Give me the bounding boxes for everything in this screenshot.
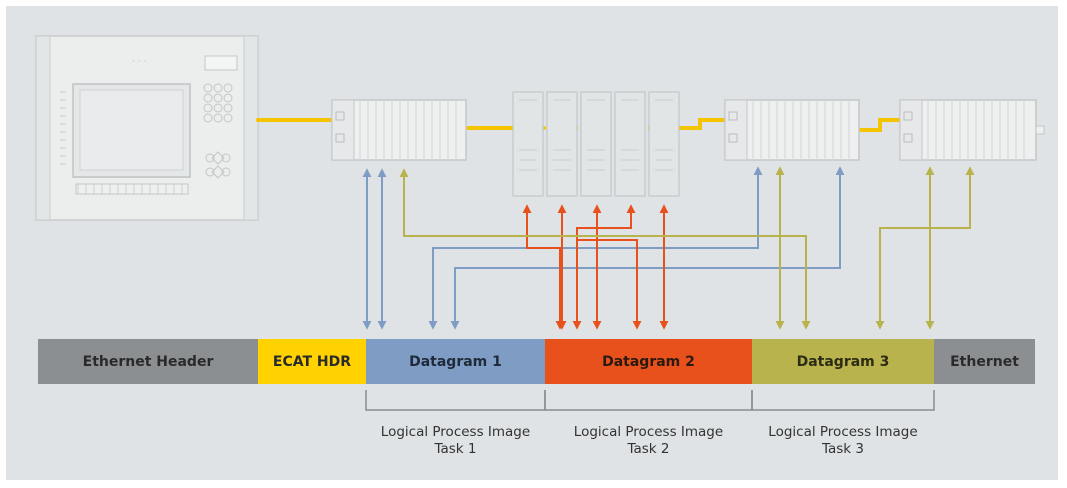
io-terminal-slave-4 — [899, 99, 1045, 161]
svg-text:· · ·: · · · — [132, 57, 146, 67]
io-terminal-slave-1 — [331, 99, 467, 161]
frame-ecat-header: ECAT HDR — [258, 339, 366, 384]
task-3-number: Task 3 — [821, 441, 865, 457]
ethercat-bus-cable — [256, 118, 907, 132]
frame-ethernet-trailer: Ethernet — [934, 339, 1035, 384]
task-3-title: Logical Process Image — [768, 424, 918, 440]
servo-drive-slaves — [512, 91, 680, 197]
frame-datagram-2: Datagram 2 — [545, 339, 752, 384]
industrial-pc-master: · · · — [35, 35, 259, 221]
task-1-number: Task 1 — [434, 441, 477, 457]
task-2-number: Task 2 — [627, 441, 670, 457]
task-2-title: Logical Process Image — [573, 424, 724, 440]
frame-datagram-3: Datagram 3 — [752, 339, 934, 384]
task3-data-paths — [399, 166, 975, 330]
io-terminal-slave-3 — [724, 99, 860, 161]
task-2-label: Logical Process Image Task 2 — [545, 424, 752, 458]
frame-datagram-1: Datagram 1 — [366, 339, 545, 384]
task-1-label: Logical Process Image Task 1 — [366, 424, 545, 458]
frame-ethernet-header: Ethernet Header — [38, 339, 258, 384]
process-image-brackets — [365, 390, 935, 411]
task-1-title: Logical Process Image — [380, 424, 531, 440]
task-3-label: Logical Process Image Task 3 — [752, 424, 934, 458]
